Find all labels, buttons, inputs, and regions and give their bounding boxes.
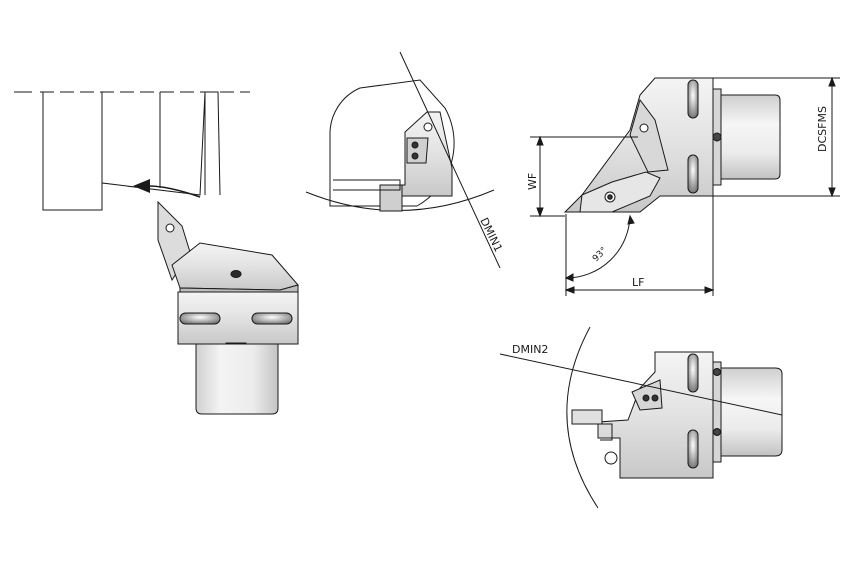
view-dimensions bbox=[530, 76, 840, 296]
view-isometric bbox=[14, 91, 299, 415]
angle-label: 93° bbox=[591, 246, 609, 264]
clamp-head bbox=[171, 242, 299, 293]
shaft-isometric bbox=[195, 343, 279, 415]
dcsfms-label: DCSFMS bbox=[816, 106, 829, 152]
wf-label: WF bbox=[526, 173, 539, 190]
lf-label: LF bbox=[632, 276, 644, 289]
dmin2-label: DMIN2 bbox=[512, 343, 548, 356]
view-dmin1 bbox=[305, 51, 501, 269]
feed-arrow bbox=[133, 179, 201, 198]
body-isometric bbox=[177, 291, 299, 349]
dmin1-label: DMIN1 bbox=[477, 216, 505, 254]
workpiece bbox=[14, 91, 250, 211]
view-dmin2 bbox=[499, 326, 783, 509]
